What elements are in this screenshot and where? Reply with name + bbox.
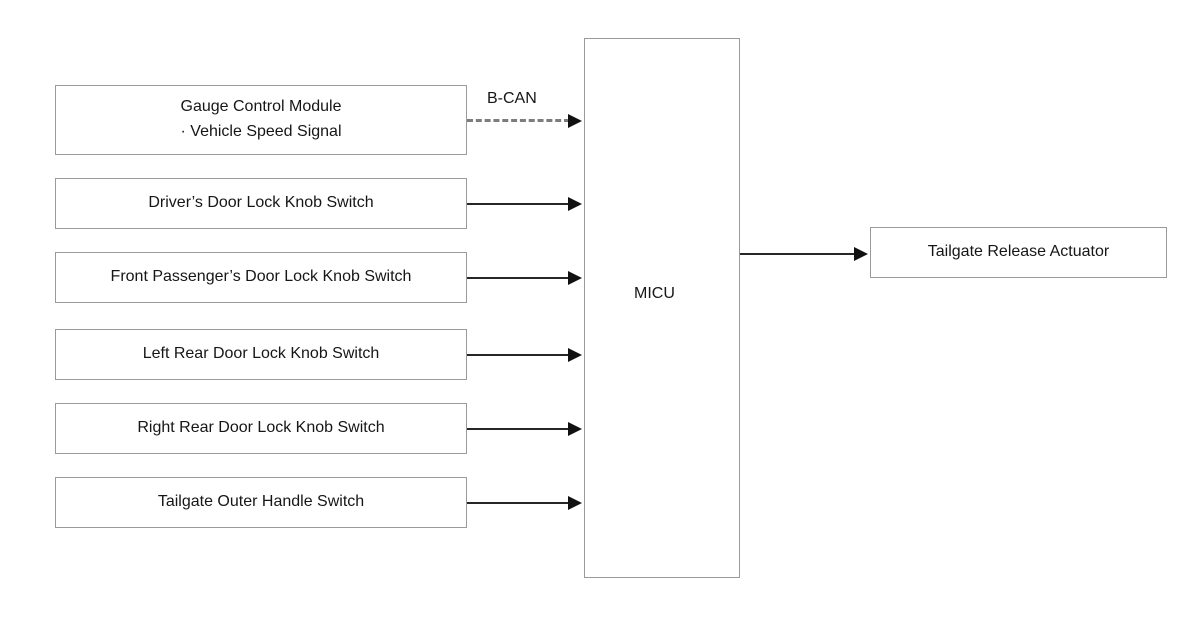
arrowhead-icon (568, 197, 582, 211)
arrowhead-icon (568, 422, 582, 436)
edge-right-rear-switch-to-micu (467, 421, 584, 437)
arrowhead-icon (854, 247, 868, 261)
block-gauge-control-module: Gauge Control Module · Vehicle Speed Sig… (55, 85, 467, 155)
edge-left-rear-switch-to-micu (467, 347, 584, 363)
edge-front-passenger-shaft (467, 277, 570, 279)
edge-front-passenger-switch-to-micu (467, 270, 584, 286)
arrowhead-icon (568, 496, 582, 510)
block-gauge-control-module-line2: · Vehicle Speed Signal (180, 123, 342, 140)
arrowhead-icon (568, 271, 582, 285)
edge-driver-shaft (467, 203, 570, 205)
block-micu-label: MICU (634, 285, 675, 302)
block-left-rear-door-lock-knob-switch: Left Rear Door Lock Knob Switch (55, 329, 467, 380)
block-right-rear-door-lock-knob-switch: Right Rear Door Lock Knob Switch (55, 403, 467, 454)
arrowhead-icon (568, 348, 582, 362)
block-drivers-door-lock-knob-switch-label: Driver’s Door Lock Knob Switch (148, 194, 374, 212)
edge-label-bcan: B-CAN (487, 90, 537, 107)
block-front-passengers-door-lock-knob-switch: Front Passenger’s Door Lock Knob Switch (55, 252, 467, 303)
block-right-rear-door-lock-knob-switch-label: Right Rear Door Lock Knob Switch (137, 419, 385, 437)
edge-bcan-shaft (467, 119, 570, 122)
edge-driver-switch-to-micu (467, 196, 584, 212)
edge-output-shaft (740, 253, 856, 255)
edge-bcan-gauge-to-micu (467, 113, 584, 129)
block-drivers-door-lock-knob-switch: Driver’s Door Lock Knob Switch (55, 178, 467, 229)
edge-tailgate-switch-to-micu (467, 495, 584, 511)
block-gauge-control-module-line1: Gauge Control Module (180, 98, 342, 116)
edge-right-rear-shaft (467, 428, 570, 430)
block-micu: MICU (584, 38, 740, 578)
block-front-passengers-door-lock-knob-switch-label: Front Passenger’s Door Lock Knob Switch (110, 268, 412, 286)
edge-micu-to-tailgate-release-actuator (740, 246, 870, 262)
block-left-rear-door-lock-knob-switch-label: Left Rear Door Lock Knob Switch (142, 345, 380, 363)
edge-tailgate-switch-shaft (467, 502, 570, 504)
block-tailgate-release-actuator: Tailgate Release Actuator (870, 227, 1167, 278)
block-tailgate-release-actuator-label: Tailgate Release Actuator (927, 243, 1110, 261)
block-tailgate-outer-handle-switch-label: Tailgate Outer Handle Switch (157, 493, 365, 511)
arrowhead-icon (568, 114, 582, 128)
edge-left-rear-shaft (467, 354, 570, 356)
block-tailgate-outer-handle-switch: Tailgate Outer Handle Switch (55, 477, 467, 528)
